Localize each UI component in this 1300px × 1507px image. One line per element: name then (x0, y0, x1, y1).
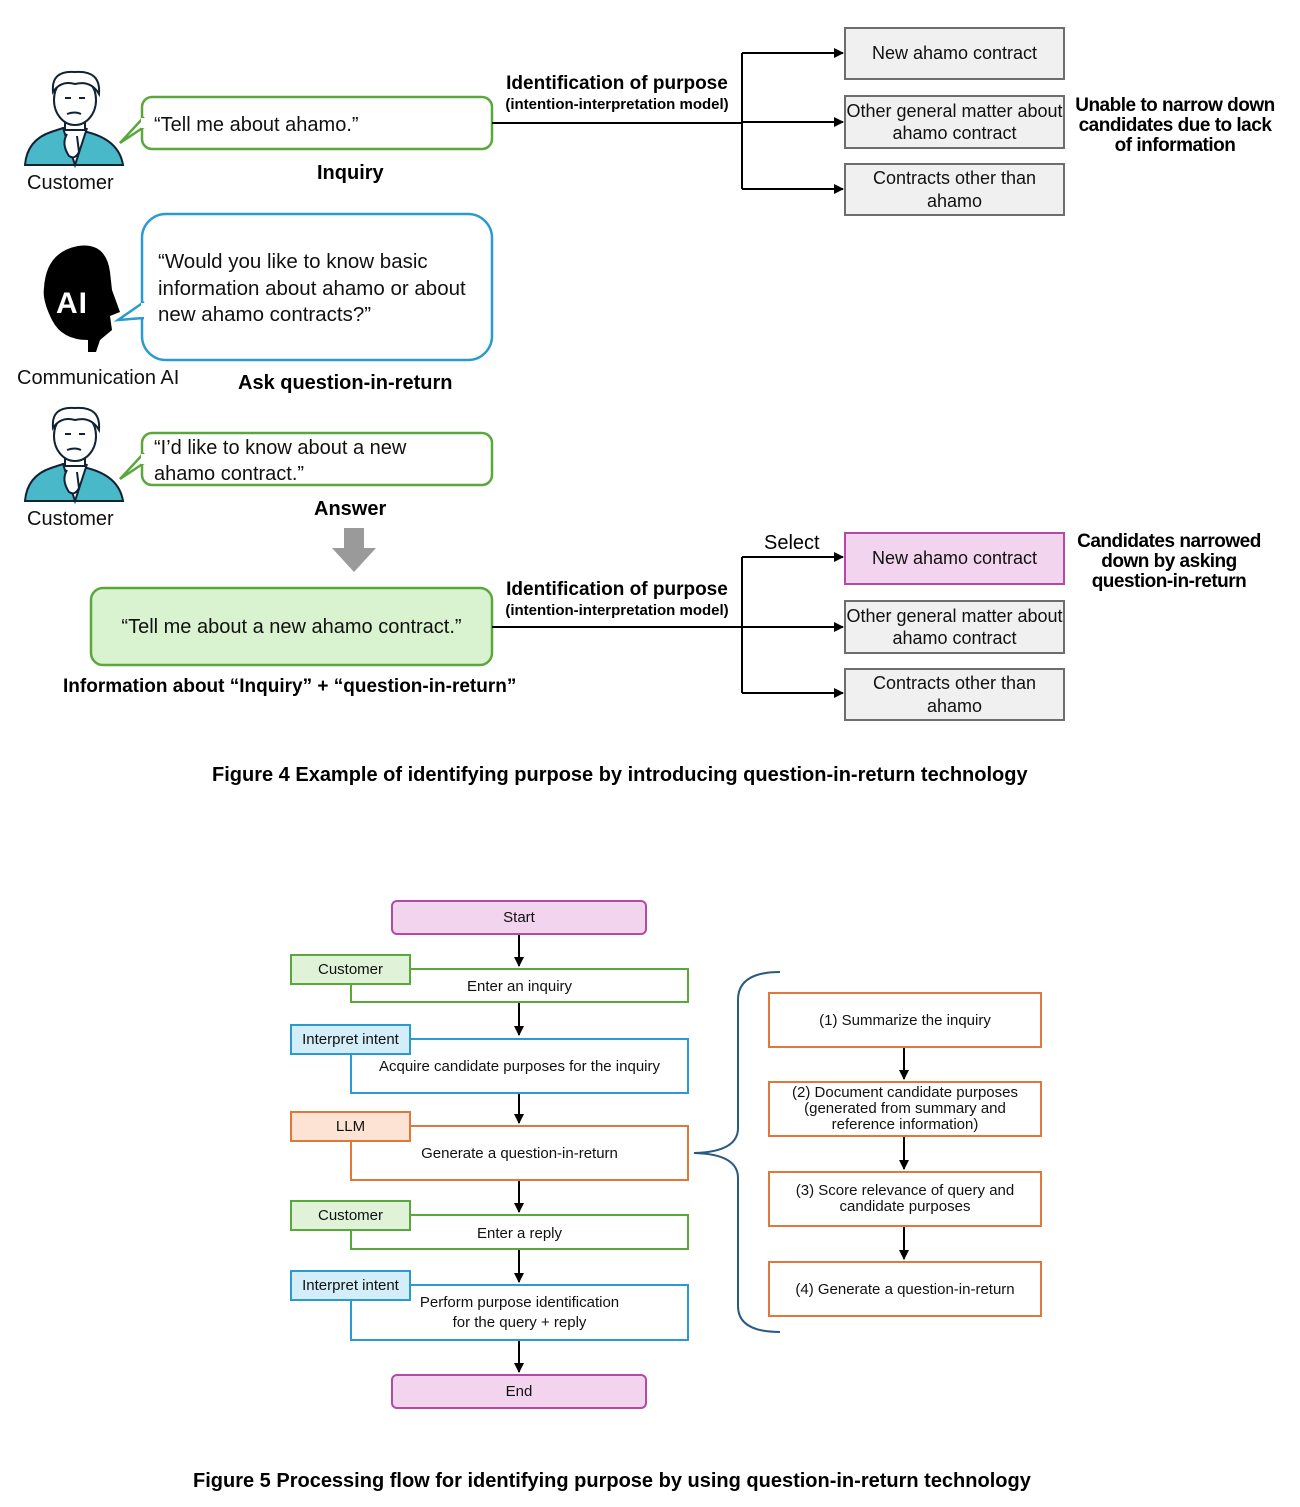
flow-arrows (514, 934, 909, 1373)
step-acquire-candidates: Acquire candidate purposes for the inqui… (350, 1038, 689, 1094)
communication-ai-label: Communication AI (17, 367, 180, 389)
candidate-new-contract: New ahamo contract (844, 27, 1065, 80)
combined-bubble: “Tell me about a new ahamo contract.” (121, 616, 462, 638)
identification-title: Identification of purpose (506, 579, 728, 600)
step-text: Enter a reply (476, 1224, 563, 1242)
connector-lines-top (492, 48, 844, 194)
step-enter-inquiry: Enter an inquiry (350, 968, 689, 1003)
substep-score-relevance: (3) Score relevance of query and candida… (768, 1171, 1042, 1227)
tag-interpret-intent: Interpret intent (290, 1024, 411, 1055)
step-text: Acquire candidate purposes for the inqui… (378, 1057, 660, 1075)
curly-brace (693, 971, 781, 1333)
ai-head-icon (43, 245, 120, 352)
down-arrow-icon (332, 528, 376, 572)
identification-title: Identification of purpose (506, 73, 728, 94)
identification-subtitle: (intention-interpretation model) (505, 96, 729, 113)
ai-bubble-shape (113, 212, 494, 362)
candidate-other-contracts: Contracts other than ahamo (844, 163, 1065, 216)
end-terminal: End (391, 1374, 647, 1409)
answer-label: Answer (314, 498, 387, 520)
tag-customer: Customer (290, 1200, 411, 1231)
step-text: Enter an inquiry (466, 978, 573, 995)
ai-bubble: “Would you like to know basic informatio… (158, 250, 466, 327)
substep-document-candidates: (2) Document candidate purposes (generat… (768, 1081, 1042, 1137)
note-unable-narrow: Unable to narrow down candidates due to … (1075, 95, 1275, 156)
note-narrowed-down: Candidates narrowed down by asking quest… (1077, 531, 1261, 592)
substep-generate-question: (4) Generate a question-in-return (768, 1261, 1042, 1317)
inquiry-bubble: “Tell me about ahamo.” (154, 114, 359, 136)
inquiry-label: Inquiry (317, 162, 384, 184)
tag-customer: Customer (290, 954, 411, 985)
step-enter-reply: Enter a reply (350, 1214, 689, 1250)
candidate-other-matter: Other general matter about ahamo contrac… (844, 600, 1065, 654)
connector-lines-bottom (492, 552, 844, 698)
answer-bubble-shape (119, 431, 494, 487)
tag-llm: LLM (290, 1111, 411, 1142)
customer-label: Customer (27, 508, 114, 530)
identification-subtitle: (intention-interpretation model) (505, 602, 729, 619)
step-purpose-identification: Perform purpose identification for the q… (350, 1284, 689, 1341)
candidate-other-contracts: Contracts other than ahamo (844, 668, 1065, 721)
substep-summarize: (1) Summarize the inquiry (768, 992, 1042, 1048)
select-label: Select (764, 532, 820, 554)
candidate-other-matter: Other general matter about ahamo contrac… (844, 95, 1065, 149)
step-generate-question: Generate a question-in-return (350, 1125, 689, 1181)
customer-icon (23, 406, 125, 505)
customer-label: Customer (27, 172, 114, 194)
ask-question-label: Ask question-in-return (238, 372, 453, 394)
answer-bubble: “I’d like to know about a new ahamo cont… (154, 437, 407, 485)
ai-icon-text: AI (56, 287, 88, 320)
customer-icon (23, 70, 125, 169)
step-text: Generate a question-in-return (421, 1144, 618, 1162)
combined-label: Information about “Inquiry” + “question-… (63, 676, 517, 697)
figure4-caption: Figure 4 Example of identifying purpose … (212, 764, 1028, 786)
figure5-caption: Figure 5 Processing flow for identifying… (193, 1470, 1031, 1492)
inquiry-bubble-shape (119, 95, 494, 151)
step-text: Perform purpose identification for the q… (419, 1294, 620, 1331)
tag-interpret-intent: Interpret intent (290, 1270, 411, 1301)
start-terminal: Start (391, 900, 647, 935)
candidate-new-contract-selected: New ahamo contract (844, 532, 1065, 585)
